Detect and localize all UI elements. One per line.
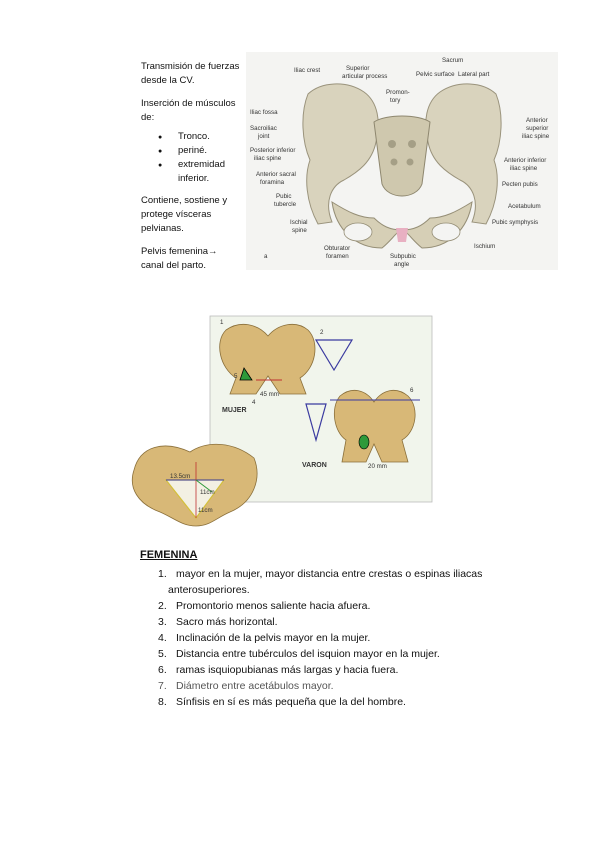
- svg-text:45 mm: 45 mm: [260, 391, 279, 398]
- svg-text:11cm: 11cm: [200, 489, 215, 496]
- svg-text:tory: tory: [390, 97, 401, 104]
- svg-text:20 mm: 20 mm: [368, 463, 387, 470]
- pelvis-anatomy-figure: Iliac crest Superior articular process S…: [246, 52, 558, 270]
- inset-pelvis-inlet: 13.5cm 11cm 11cm: [132, 443, 258, 527]
- note-insercion: Inserción de músculos de:: [141, 98, 236, 123]
- svg-text:Ischial: Ischial: [290, 219, 308, 226]
- svg-text:tubercle: tubercle: [274, 201, 297, 208]
- svg-text:Anterior inferior: Anterior inferior: [504, 157, 546, 164]
- svg-text:Iliac fossa: Iliac fossa: [250, 109, 278, 116]
- list-item: 7.Diámetro entre acetábulos mayor.: [158, 680, 334, 692]
- list-item: 5.Distancia entre tubérculos del isquion…: [158, 648, 440, 660]
- svg-text:Obturator: Obturator: [324, 245, 350, 252]
- note-transmision: Transmisión de fuerzas desde la CV.: [141, 61, 240, 86]
- svg-text:iliac spine: iliac spine: [254, 155, 282, 162]
- svg-text:13.5cm: 13.5cm: [170, 473, 190, 480]
- section-title: FEMENINA: [140, 549, 198, 561]
- female-pelvis: 1 2 45 mm 4 5 MUJER: [219, 319, 324, 414]
- svg-text:Sacrum: Sacrum: [442, 57, 463, 64]
- svg-text:Pubic symphysis: Pubic symphysis: [492, 219, 538, 226]
- figure-labels: Iliac crest Superior articular process S…: [250, 57, 550, 268]
- svg-text:Anterior sacral: Anterior sacral: [256, 171, 296, 178]
- intro-notes: Transmisión de fuerzas desde la CV. Inse…: [141, 60, 241, 282]
- note-pelvis-femenina: Pelvis femenina→ canal del parto.: [141, 246, 218, 271]
- note-contiene: Contiene, sostiene y protege vísceras pe…: [141, 195, 228, 234]
- muscle-list: Tronco. periné. extremidad inferior.: [141, 130, 241, 186]
- svg-text:Superior: Superior: [346, 65, 369, 72]
- svg-text:Anterior: Anterior: [526, 117, 548, 124]
- list-item: periné.: [158, 144, 241, 159]
- svg-text:11cm: 11cm: [198, 507, 213, 514]
- svg-text:articular process: articular process: [342, 73, 387, 80]
- svg-text:5: 5: [234, 373, 238, 380]
- svg-text:Pecten pubis: Pecten pubis: [502, 181, 538, 188]
- svg-text:Iliac crest: Iliac crest: [294, 67, 320, 74]
- svg-text:Pubic: Pubic: [276, 193, 291, 200]
- male-pelvis: 6 20 mm VARON: [302, 387, 420, 470]
- svg-text:foramen: foramen: [326, 253, 349, 260]
- list-item: 8.Sínfisis en sí es más pequeña que la d…: [158, 696, 406, 708]
- svg-text:4: 4: [252, 399, 256, 406]
- list-item: Tronco.: [158, 130, 241, 145]
- svg-text:angle: angle: [394, 261, 410, 268]
- svg-text:iliac spine: iliac spine: [522, 133, 550, 140]
- svg-text:iliac spine: iliac spine: [510, 165, 538, 172]
- svg-text:a: a: [264, 253, 268, 260]
- svg-text:Ischium: Ischium: [474, 243, 495, 250]
- list-item: 2.Promontorio menos saliente hacia afuer…: [158, 600, 371, 612]
- list-item: extremidad inferior.: [158, 158, 241, 186]
- list-item: 4.Inclinación de la pelvis mayor en la m…: [158, 632, 371, 644]
- svg-text:Promon-: Promon-: [386, 89, 410, 96]
- svg-text:superior: superior: [526, 125, 548, 132]
- svg-text:Acetabulum: Acetabulum: [508, 203, 541, 210]
- svg-text:Pelvic surface: Pelvic surface: [416, 71, 455, 78]
- svg-text:Subpubic: Subpubic: [390, 253, 416, 260]
- list-item: 3.Sacro más horizontal.: [158, 616, 278, 628]
- svg-text:MUJER: MUJER: [222, 407, 247, 414]
- svg-text:spine: spine: [292, 227, 307, 234]
- svg-text:1: 1: [220, 319, 224, 326]
- feminine-features-list: 1. mayor en la mujer, mayor distancia en…: [140, 566, 580, 710]
- svg-text:Posterior inferior: Posterior inferior: [250, 147, 295, 154]
- list-item: 6.ramas isquiopubianas más largas y haci…: [158, 664, 399, 676]
- list-item: 1. mayor en la mujer, mayor distancia en…: [158, 568, 483, 596]
- svg-text:VARON: VARON: [302, 462, 327, 469]
- svg-text:foramina: foramina: [260, 179, 285, 186]
- svg-text:joint: joint: [257, 133, 270, 140]
- svg-text:2: 2: [320, 329, 324, 336]
- pelvis-comparison-figure: 1 2 45 mm 4 5 MUJER 6 20 mm VARON 13.5cm…: [132, 315, 433, 527]
- svg-text:6: 6: [410, 387, 414, 394]
- svg-text:Lateral part: Lateral part: [458, 71, 490, 78]
- svg-text:Sacroiliac: Sacroiliac: [250, 125, 277, 132]
